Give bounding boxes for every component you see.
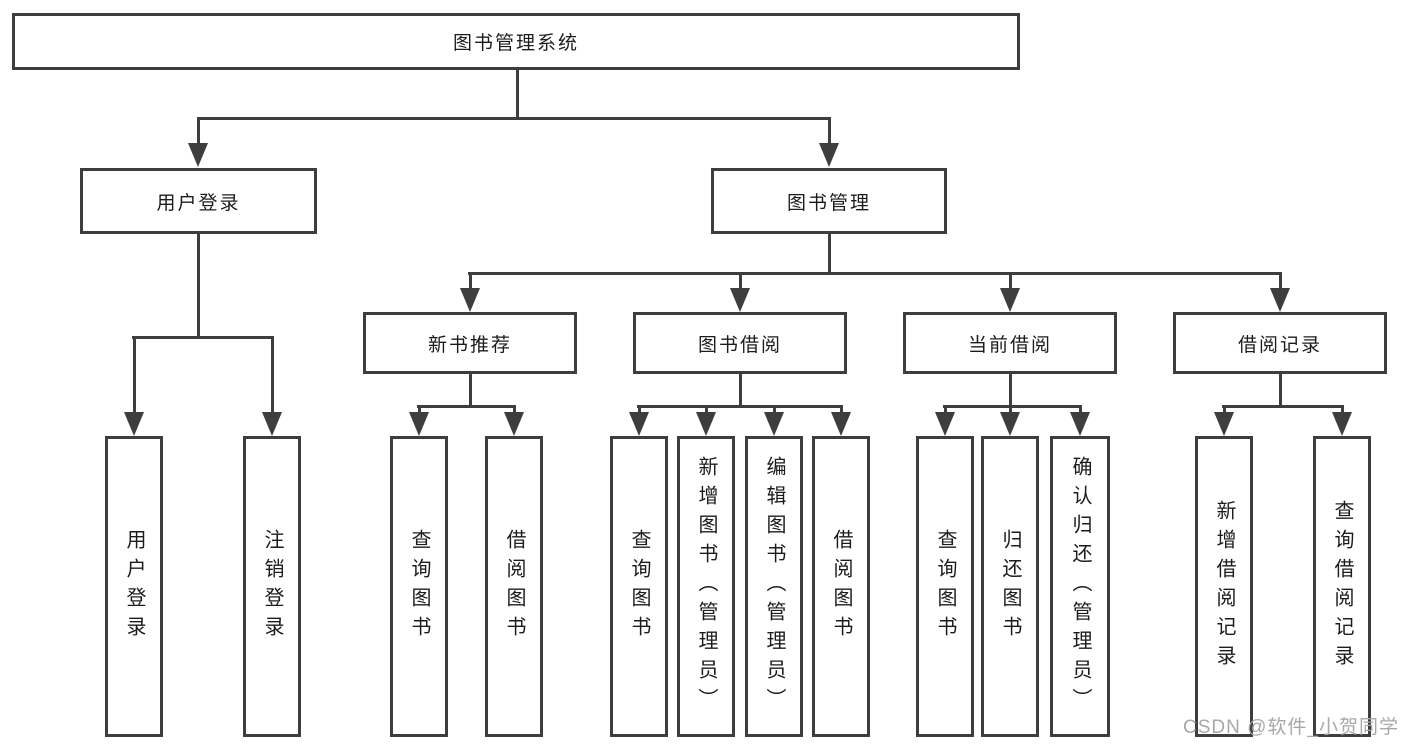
leaf-label: 编辑图书（管理员） (763, 456, 785, 717)
connector-drop (1079, 405, 1082, 414)
leaf-record-query-record: 查询借阅记录 (1313, 436, 1371, 737)
arrow-down-icon (1332, 412, 1352, 436)
node-book-borrow: 图书借阅 (633, 312, 847, 374)
connector-user-stem (197, 234, 200, 338)
leaf-current-confirm-return-admin: 确认归还（管理员） (1050, 436, 1110, 737)
leaf-current-return-book: 归还图书 (981, 436, 1039, 737)
connector-drop (638, 405, 641, 414)
connector-borrow-bar (637, 405, 843, 408)
connector-drop (1009, 405, 1012, 414)
arrow-down-icon (409, 412, 429, 436)
arrow-down-icon (831, 412, 851, 436)
connector-drop (418, 405, 421, 414)
leaf-user-login: 用户登录 (105, 436, 163, 737)
arrow-down-icon (696, 412, 716, 436)
node-current-borrow: 当前借阅 (903, 312, 1117, 374)
leaf-label: 借阅图书 (503, 528, 525, 645)
node-new-book-recommend: 新书推荐 (363, 312, 577, 374)
leaf-label: 查询图书 (628, 528, 650, 645)
arrow-down-icon (460, 288, 480, 312)
leaf-label: 查询借阅记录 (1331, 499, 1353, 674)
connector-drop (1279, 272, 1282, 290)
connector-drop (1009, 272, 1012, 290)
leaf-label: 查询图书 (408, 528, 430, 645)
arrow-down-icon (935, 412, 955, 436)
connector-drop (271, 336, 274, 414)
leaf-label: 查询图书 (934, 528, 956, 645)
connector-drop (773, 405, 776, 414)
connector-drop (739, 272, 742, 290)
leaf-borrow-borrow-book: 借阅图书 (812, 436, 870, 737)
leaf-label: 借阅图书 (830, 528, 852, 645)
arrow-down-icon (188, 143, 208, 167)
arrow-down-icon (1000, 288, 1020, 312)
connector-root-bar (197, 117, 830, 120)
leaf-label: 确认归还（管理员） (1069, 456, 1091, 717)
arrow-down-icon (819, 143, 839, 167)
arrow-down-icon (1070, 412, 1090, 436)
arrow-down-icon (1214, 412, 1234, 436)
leaf-record-add-record: 新增借阅记录 (1195, 436, 1253, 737)
leaf-label: 新增借阅记录 (1213, 499, 1235, 674)
leaf-label: 用户登录 (123, 528, 145, 645)
node-user-login: 用户登录 (80, 168, 317, 234)
connector-drop (1223, 405, 1226, 414)
connector-drop (705, 405, 708, 414)
connector-mgmt-stem (828, 234, 831, 274)
arrow-down-icon (262, 412, 282, 436)
connector-root-stem (516, 70, 519, 118)
arrow-down-icon (730, 288, 750, 312)
connector-drop (133, 336, 136, 414)
leaf-borrow-add-book-admin: 新增图书（管理员） (677, 436, 735, 737)
leaf-borrow-query-book: 查询图书 (610, 436, 668, 737)
node-borrow-record: 借阅记录 (1173, 312, 1387, 374)
connector-current-stem (1009, 374, 1012, 407)
leaf-borrow-edit-book-admin: 编辑图书（管理员） (745, 436, 803, 737)
connector-current-bar (943, 405, 1082, 408)
connector-record-bar (1222, 405, 1344, 408)
connector-mgmt-bar (468, 272, 1282, 275)
connector-user-bar (132, 336, 274, 339)
connector-drop (513, 405, 516, 414)
node-book-management: 图书管理 (711, 168, 947, 234)
node-root: 图书管理系统 (12, 13, 1020, 70)
connector-drop (469, 272, 472, 290)
leaf-logout: 注销登录 (243, 436, 301, 737)
arrow-down-icon (1270, 288, 1290, 312)
connector-newbook-stem (469, 374, 472, 407)
arrow-down-icon (124, 412, 144, 436)
leaf-newbook-query-book: 查询图书 (390, 436, 448, 737)
leaf-label: 新增图书（管理员） (695, 456, 717, 717)
leaf-label: 归还图书 (999, 528, 1021, 645)
watermark: CSDN @软件_小贺同学 (1183, 717, 1399, 738)
arrow-down-icon (1000, 412, 1020, 436)
arrow-down-icon (504, 412, 524, 436)
leaf-current-query-book: 查询图书 (916, 436, 974, 737)
connector-drop-user-login (197, 117, 200, 144)
arrow-down-icon (629, 412, 649, 436)
connector-drop (840, 405, 843, 414)
leaf-newbook-borrow-book: 借阅图书 (485, 436, 543, 737)
leaf-label: 注销登录 (261, 528, 283, 645)
connector-record-stem (1279, 374, 1282, 407)
connector-newbook-bar (417, 405, 516, 408)
connector-drop (1341, 405, 1344, 414)
arrow-down-icon (764, 412, 784, 436)
connector-borrow-stem (739, 374, 742, 407)
connector-drop (944, 405, 947, 414)
connector-drop-book-mgmt (828, 117, 831, 144)
